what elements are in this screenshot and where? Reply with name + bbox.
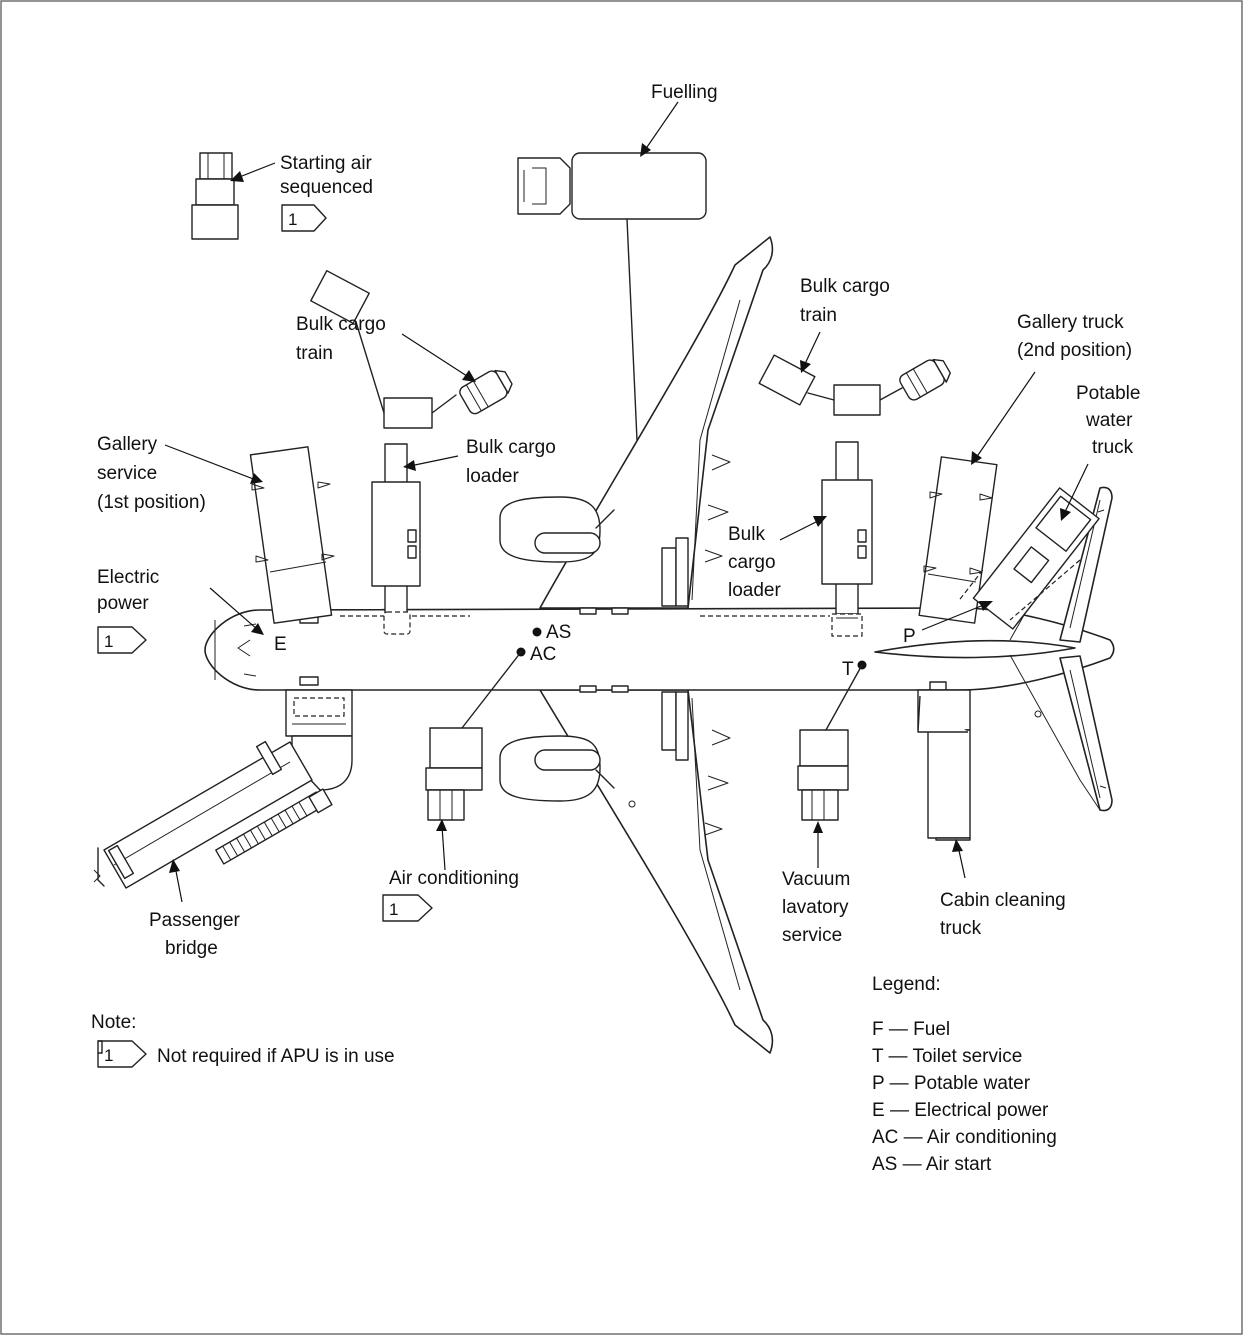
service-point-ac: AC (530, 644, 556, 665)
note-block: Note: 1 Not required if APU is in use (91, 1012, 395, 1068)
note-tag-air-conditioning: 1 (382, 894, 433, 922)
note-tag-text: 1 (104, 1046, 113, 1065)
galley-truck-2nd (918, 456, 998, 624)
label-gallery-truck-2nd: Gallery truck(2nd position) (1017, 312, 1132, 361)
legend-item: AS — Air start (872, 1154, 992, 1175)
bulk-cargo-train-right (758, 354, 951, 416)
note-tag-text: 1 (104, 632, 113, 651)
air-start-point (532, 627, 542, 637)
lower-engine (499, 735, 615, 802)
aircraft (204, 236, 1115, 1054)
service-point-t: T (842, 659, 854, 680)
note-tag-text: 1 (288, 210, 297, 229)
bulk-cargo-train-left (310, 270, 513, 429)
label-air-conditioning: Air conditioning (389, 868, 519, 889)
upper-stabilizer (1059, 486, 1113, 643)
bulk-cargo-loader-left (371, 443, 421, 635)
legend-item: F — Fuel (872, 1019, 950, 1040)
note-title: Note: (91, 1012, 136, 1033)
starting-air-cart (191, 152, 239, 240)
lower-stabilizer (1059, 655, 1113, 812)
vertical-fin (874, 639, 1076, 659)
service-point-p: P (903, 626, 916, 647)
air-conditioning-cart (425, 727, 483, 821)
lavatory-service-cart (797, 729, 849, 821)
leader-arrows (164, 101, 1089, 903)
service-point-e: E (274, 634, 287, 655)
bulk-cargo-loader-right (821, 441, 873, 637)
note-text: Not required if APU is in use (157, 1046, 395, 1067)
fuel-truck (517, 152, 707, 441)
note-tag-electric-power: 1 (97, 626, 147, 654)
upper-engine (499, 496, 615, 563)
label-fuelling: Fuelling (651, 82, 718, 103)
legend-item: E — Electrical power (872, 1100, 1049, 1121)
legend-item: T — Toilet service (872, 1046, 1022, 1067)
legend: Legend: F — Fuel T — Toilet service P — … (872, 974, 1057, 1175)
galley-truck-1st (249, 446, 335, 624)
note-tag-text: 1 (389, 900, 398, 919)
service-point-as: AS (546, 622, 571, 643)
legend-item: P — Potable water (872, 1073, 1031, 1094)
potable-water-truck (957, 487, 1100, 630)
cabin-cleaning-truck (917, 689, 971, 841)
legend-title: Legend: (872, 974, 941, 995)
note-tag-starting-air: 1 (281, 204, 327, 232)
passenger-bridge (93, 689, 353, 889)
legend-item: AC — Air conditioning (872, 1127, 1057, 1148)
